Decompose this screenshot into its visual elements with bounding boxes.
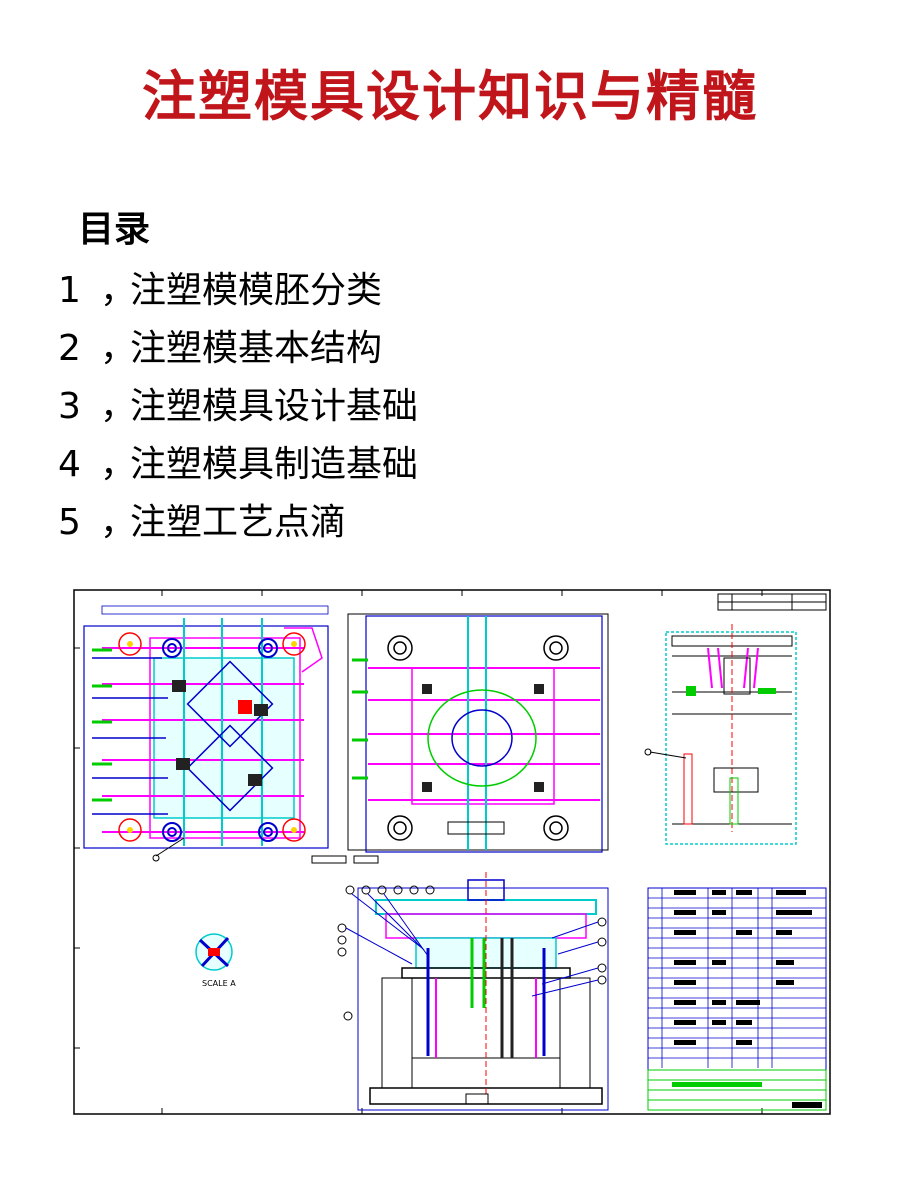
toc-item-separator: ， [100, 328, 137, 369]
toc-list: 1，注塑模模胚分类 2，注塑模基本结构 3，注塑模具设计基础 4，注塑模具制造基… [58, 266, 418, 556]
toc-item-3: 3 ，注塑模具设计基础 [58, 382, 418, 440]
toc-item-4: 4 ，注塑模具制造基础 [58, 440, 418, 498]
toc-item-label: 注塑模基本结构 [130, 328, 383, 369]
toc-item-number: 1 [58, 270, 81, 311]
detail-scale-label: SCALE A [202, 979, 236, 988]
toc-item-number: 2 [58, 328, 81, 369]
toc-item-label: 注塑工艺点滴 [130, 502, 347, 543]
toc-item-label: 注塑模模胚分类 [130, 270, 383, 311]
toc-item-separator: ， [100, 502, 137, 543]
toc-item-5: 5 ，注塑工艺点滴 [58, 498, 418, 556]
toc-item-number: 3 [58, 386, 81, 427]
toc-item-label: 注塑模具设计基础 [130, 386, 419, 427]
page-title: 注塑模具设计知识与精髓 [142, 65, 758, 128]
cad-mold-assembly-drawing-icon: SCALE A [73, 589, 831, 1115]
mold-drawing-image: SCALE A [72, 588, 832, 1116]
toc-item-separator: ， [100, 444, 137, 485]
toc-item-number: 5 [58, 502, 81, 543]
toc-item-separator: ， [100, 386, 137, 427]
toc-heading: 目录 [78, 209, 151, 250]
toc-item-number: 4 [58, 444, 81, 485]
toc-item-1: 1 ，注塑模模胚分类 [58, 266, 418, 324]
toc-item-2: 2 ，注塑模基本结构 [58, 324, 418, 382]
toc-item-label: 注塑模具制造基础 [130, 444, 419, 485]
toc-item-separator: ， [100, 270, 137, 311]
